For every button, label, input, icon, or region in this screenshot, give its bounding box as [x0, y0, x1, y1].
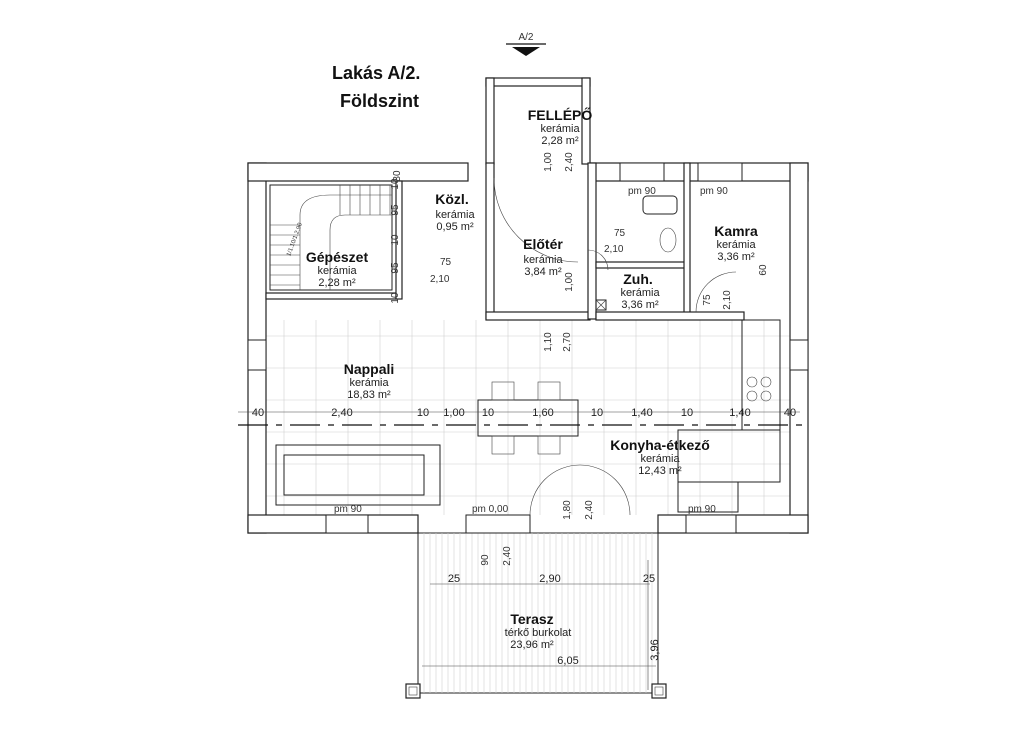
- dim-row-10: 40: [784, 407, 796, 419]
- dim-terrace-width: 6,05: [557, 655, 578, 667]
- level-pm000: pm 0,00: [472, 504, 509, 515]
- vertical-dimensions: 1,00 2,40 1,10 2,70 1,80 2,40 1,00 60 30…: [390, 152, 769, 520]
- windows: [247, 162, 809, 534]
- dim-entry-240: 2,40: [564, 152, 575, 172]
- bathroom-fixtures: [595, 195, 678, 311]
- dim-row-5: 1,60: [532, 407, 553, 419]
- dim-row-7: 1,40: [631, 407, 652, 419]
- dim-row-3: 1,00: [443, 407, 464, 419]
- room-gepeszet-material: kerámia: [317, 265, 357, 277]
- dim-d210b: 2,10: [604, 244, 624, 255]
- dim-t-240: 2,40: [502, 546, 513, 566]
- room-kamra-name: Kamra: [714, 223, 758, 239]
- dim-row-6: 10: [591, 407, 603, 419]
- room-konyha-name: Konyha-étkező: [610, 437, 710, 453]
- dim-terrace-1: 2,90: [539, 573, 560, 585]
- floor-tiles: [266, 320, 790, 515]
- level-labels: pm 90 pm 90 pm 90 pm 0,00 pm 90: [334, 186, 728, 515]
- room-fellepo-area: 2,28 m²: [541, 135, 579, 147]
- level-pm90-a: pm 90: [628, 186, 656, 197]
- dim-mid-110: 1,10: [543, 332, 554, 352]
- plan-subtitle: Földszint: [340, 91, 419, 111]
- dim-d75a: 75: [440, 257, 452, 268]
- dim-door-240: 2,40: [584, 500, 595, 520]
- level-pm90-c: pm 90: [688, 504, 716, 515]
- dim-d75c: 75: [702, 294, 713, 306]
- dim-row-1: 2,40: [331, 407, 352, 419]
- door-swings: [493, 177, 737, 516]
- dim-d95b: 95: [390, 262, 401, 274]
- terrace-posts: [405, 683, 667, 699]
- dim-terrace-0: 25: [448, 573, 460, 585]
- room-terasz-area: 23,96 m²: [510, 639, 554, 651]
- dim-d30: 30: [392, 170, 403, 182]
- dim-d10b: 10: [390, 234, 401, 246]
- room-nappali-name: Nappali: [344, 361, 395, 377]
- sofa: [275, 444, 441, 506]
- dim-d10c: 10: [390, 292, 401, 304]
- plan-title: Lakás A/2.: [332, 63, 421, 83]
- room-konyha-material: kerámia: [640, 453, 680, 465]
- room-kozl-material: kerámia: [435, 209, 475, 221]
- room-nappali-material: kerámia: [349, 377, 389, 389]
- dimension-row: 40 2,40 10 1,00 10 1,60 10 1,40 10 1,40 …: [238, 407, 800, 419]
- dim-d210c: 2,10: [722, 290, 733, 310]
- dim-terrace-2: 25: [643, 573, 655, 585]
- room-kamra-area: 3,36 m²: [717, 251, 755, 263]
- dim-row-0: 40: [252, 407, 264, 419]
- dim-row-2: 10: [417, 407, 429, 419]
- dim-d95a: 95: [390, 204, 401, 216]
- section-marker: A/2: [506, 32, 546, 56]
- dim-door-180: 1,80: [562, 500, 573, 520]
- section-mark-label: A/2: [518, 32, 533, 43]
- room-eloter-material: kerámia: [523, 254, 563, 266]
- door-size-labels: 75 2,10 75 2,10: [430, 228, 626, 285]
- level-pm90-b: pm 90: [700, 186, 728, 197]
- dim-entry-100: 1,00: [543, 152, 554, 172]
- dim-d10a: 10: [390, 178, 401, 190]
- stair-text: 1/1.10/1.2.90: [286, 222, 304, 258]
- stair: [269, 184, 393, 291]
- dim-terrace-depth: 3,96: [649, 639, 661, 660]
- room-fellepo-name: FELLÉPŐ: [528, 106, 593, 123]
- room-kozl-name: Közl.: [435, 191, 468, 207]
- room-gepeszet-area: 2,28 m²: [318, 277, 356, 289]
- dim-d60: 60: [758, 264, 769, 276]
- dim-d210a: 2,10: [430, 274, 450, 285]
- dining-table: [477, 381, 579, 455]
- dim-mid-270: 2,70: [562, 332, 573, 352]
- room-nappali-area: 18,83 m²: [347, 389, 391, 401]
- kitchen-counter: [677, 319, 781, 513]
- terrace-paving: [417, 532, 659, 694]
- level-pm90-left: pm 90: [334, 504, 362, 515]
- room-zuh-material: kerámia: [620, 287, 660, 299]
- dim-row-8: 10: [681, 407, 693, 419]
- room-fellepo-material: kerámia: [540, 123, 580, 135]
- room-gepeszet-name: Gépészet: [306, 249, 369, 265]
- dim-t-90: 90: [480, 554, 491, 566]
- room-kamra-material: kerámia: [716, 239, 756, 251]
- terrace-dimensions: 25 2,90 25 6,05 3,96 90 2,40: [422, 546, 661, 690]
- room-kozl-area: 0,95 m²: [436, 221, 474, 233]
- dim-row-4: 10: [482, 407, 494, 419]
- dim-row-9: 1,40: [729, 407, 750, 419]
- room-eloter-name: Előtér: [523, 236, 563, 252]
- interior-walls: [265, 162, 745, 321]
- dim-d100: 1,00: [564, 272, 575, 292]
- room-terasz-material: térkő burkolat: [505, 627, 572, 639]
- room-eloter-area: 3,84 m²: [524, 266, 562, 278]
- room-konyha-area: 12,43 m²: [638, 465, 682, 477]
- room-zuh-area: 3,36 m²: [621, 299, 659, 311]
- room-labels: FELLÉPŐ kerámia 2,28 m² Közl. kerámia 0,…: [306, 106, 758, 651]
- room-zuh-name: Zuh.: [623, 271, 653, 287]
- room-terasz-name: Terasz: [510, 611, 553, 627]
- dim-d75b: 75: [614, 228, 626, 239]
